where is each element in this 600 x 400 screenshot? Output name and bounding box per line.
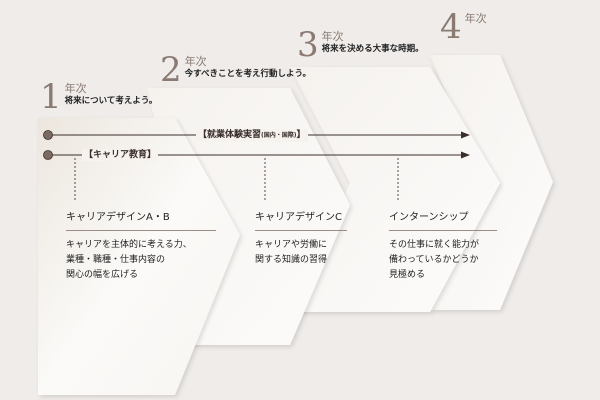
arrow-label-text: 【キャリア教育】 bbox=[84, 150, 157, 160]
arrow-start-dot bbox=[43, 150, 53, 160]
card-career-design-ab: キャリアデザインA・B キャリアを主体的に考える力、 業種・職種・仕事内容の 関… bbox=[66, 211, 216, 283]
year2-number: 2 bbox=[160, 50, 182, 90]
arrow-start-dot bbox=[43, 130, 53, 140]
year3-panel bbox=[290, 67, 500, 312]
year1-number: 1 bbox=[40, 77, 62, 117]
arrow-label-career-education: 【キャリア教育】 bbox=[82, 149, 159, 161]
year4-label: 年次 bbox=[464, 12, 487, 25]
card-description: その仕事に就く能力が 備わっているかどうか 見極める bbox=[389, 240, 480, 280]
year3-number: 3 bbox=[297, 25, 319, 65]
arrow-label-text: 【就業体験実習 bbox=[198, 130, 262, 140]
year1-panel bbox=[38, 118, 240, 395]
card-title: キャリアデザインC bbox=[255, 211, 347, 231]
year4-number: 4 bbox=[440, 7, 462, 47]
year2-label: 年次 bbox=[184, 55, 207, 68]
arrow-head bbox=[461, 151, 470, 159]
card-career-design-c: キャリアデザインC キャリアや労働に 関する知識の習得 bbox=[255, 211, 347, 268]
arrow-head bbox=[461, 131, 470, 139]
card-title: インターンシップ bbox=[389, 211, 497, 231]
year2-header: 2 年次 今すべきことを考え行動しよう。 bbox=[160, 53, 311, 87]
card-description: キャリアや労働に 関する知識の習得 bbox=[255, 240, 328, 265]
year1-caption: 将来について考えよう。 bbox=[64, 96, 158, 106]
year1-label: 年次 bbox=[64, 82, 87, 95]
year1-header: 1 年次 将来について考えよう。 bbox=[40, 80, 157, 114]
year2-caption: 今すべきことを考え行動しよう。 bbox=[184, 69, 312, 79]
card-title: キャリアデザインA・B bbox=[66, 211, 216, 231]
year4-header: 4 年次 bbox=[440, 10, 487, 44]
card-internship: インターンシップ その仕事に就く能力が 備わっているかどうか 見極める bbox=[389, 211, 497, 283]
arrow-label-close: 】 bbox=[296, 130, 306, 140]
year3-caption: 将来を決める大事な時期。 bbox=[321, 44, 424, 54]
year3-header: 3 年次 将来を決める大事な時期。 bbox=[297, 28, 424, 62]
card-description: キャリアを主体的に考える力、 業種・職種・仕事内容の 関心の幅を広げる bbox=[66, 240, 192, 280]
year3-label: 年次 bbox=[321, 30, 344, 43]
arrow-label-internship-program: 【就業体験実習(国内・国際)】 bbox=[196, 129, 308, 142]
arrow-label-note: (国内・国際) bbox=[261, 132, 297, 139]
